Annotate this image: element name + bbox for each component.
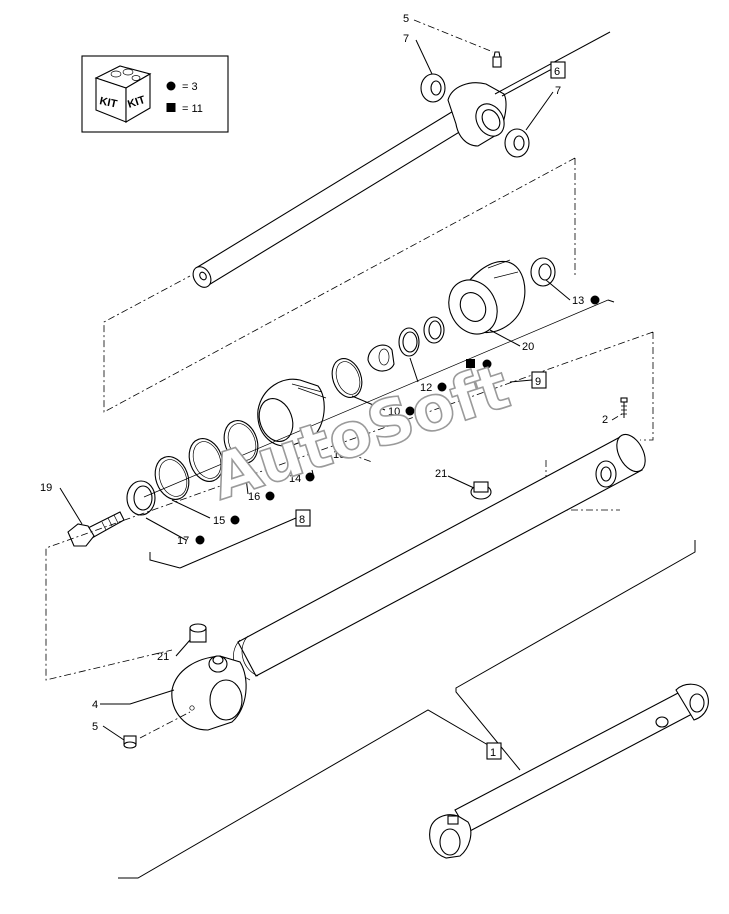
plug-21-lower [189,623,207,643]
assembly-axis [143,299,609,498]
square-count: = 11 [182,103,203,115]
callout-2: 2 [602,414,608,426]
bushing-left [420,73,446,103]
gland-14 [257,378,327,447]
o-ring-15 [154,456,190,500]
bolt-19 [67,511,125,547]
callout-7-left: 7 [403,33,409,45]
kit-legend: KIT KIT = 3 = 11 [81,55,229,133]
bolt-2 [620,397,628,418]
ref-line-1b [118,709,501,879]
callout-5-top: 5 [403,13,409,25]
piston [448,259,526,335]
callout-9: 9 [535,376,541,388]
callout-6: 6 [554,66,560,78]
callout-20: 20 [522,341,534,353]
callout-21-upper: 21 [435,468,447,480]
square-mark-9 [466,359,475,368]
circle-mark-17 [195,535,205,545]
callout-box-1 [486,742,502,760]
kit-label-2: KIT [126,94,147,111]
callout-7-right: 7 [555,85,561,97]
assembled-cylinder [429,683,709,859]
group-bracket-8 [149,552,181,569]
kit-label-1: KIT [98,95,118,110]
callouts: 5 7 6 7 13 20 9 12 10 2 18 14 16 21 19 1… [40,13,608,760]
grease-fitting-lower [123,735,137,749]
callout-13: 13 [572,295,584,307]
callout-15: 15 [213,515,225,527]
circle-mark-15 [230,515,240,525]
circle-mark-9 [482,359,492,369]
callout-21-lower: 21 [157,651,169,663]
callout-18: 18 [333,449,345,461]
cylinder-barrel [171,433,646,731]
wear-ring-13 [530,257,556,287]
wiper-17 [126,480,156,516]
callout-19: 19 [40,482,52,494]
bushing-right [504,128,530,158]
plug-21-upper [470,481,492,500]
split-ring-12 [367,344,395,372]
circle-mark-12 [437,382,447,392]
callout-box-9 [531,371,547,389]
circle-mark-16 [265,491,275,501]
seal-rings-near-piston [398,316,445,357]
callout-8: 8 [299,514,305,526]
callout-box-6 [550,61,566,79]
piston-rod [192,31,611,288]
callout-17: 17 [177,535,189,547]
leader-lines [59,19,623,741]
circle-mark-13 [590,295,600,305]
circle-mark-14 [305,472,315,482]
callout-5-lower: 5 [92,721,98,733]
callout-4: 4 [92,699,98,711]
ref-line-1a [455,540,696,771]
callout-10: 10 [388,406,400,418]
circle-mark-10 [405,406,415,416]
square-mark-icon [166,103,176,112]
kit-icon: KIT KIT [94,65,152,123]
grease-fitting-top [492,51,502,68]
callout-16: 16 [248,491,260,503]
callout-14: 14 [289,473,301,485]
seal-rings-16 [188,420,259,482]
circle-count: = 3 [182,81,198,93]
callout-box-8 [295,509,311,527]
callout-1: 1 [490,747,496,759]
callout-12: 12 [420,382,432,394]
assembly-guide-top [103,157,576,413]
circle-mark-icon [166,81,176,91]
